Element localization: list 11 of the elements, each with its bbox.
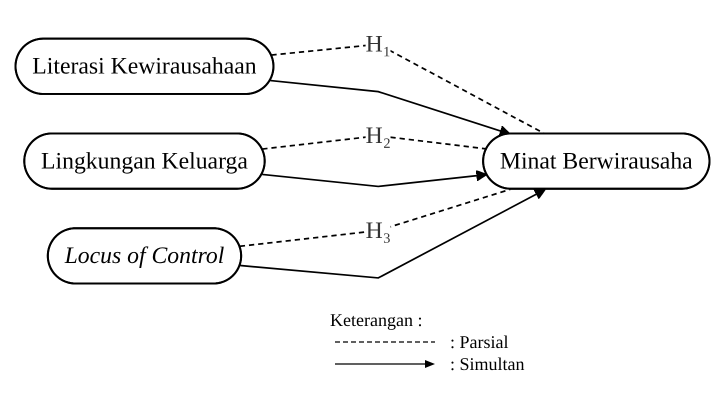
- edge-label: H₂: [366, 122, 391, 148]
- connector: [262, 134, 487, 150]
- arrow: [262, 170, 488, 188]
- arrow: [270, 80, 511, 136]
- legend-label: : Parsial: [450, 332, 508, 352]
- edge-label: H₁: [366, 30, 391, 57]
- connector: [240, 188, 511, 248]
- arrow: [240, 188, 546, 279]
- legend-label: : Simultan: [450, 354, 525, 374]
- edge-label: H₃: [366, 216, 391, 244]
- legend-heading: Keterangan :: [330, 310, 424, 331]
